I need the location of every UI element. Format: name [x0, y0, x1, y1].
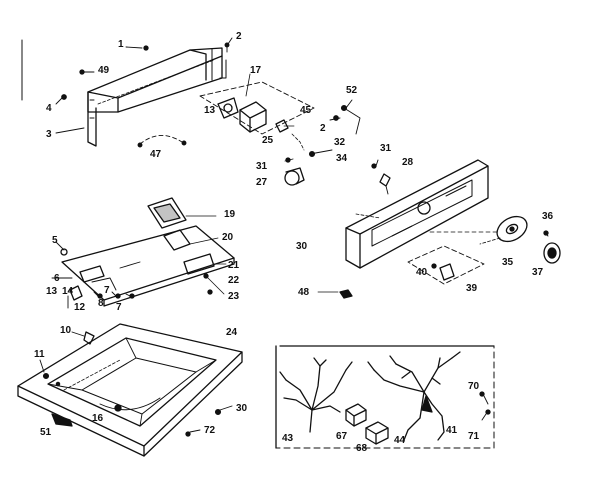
part-label-36: 36	[542, 211, 554, 222]
part-label-28: 28	[402, 157, 414, 168]
part-label-71: 71	[468, 431, 480, 442]
part-label-25: 25	[262, 135, 274, 146]
part-label-2b: 2	[320, 123, 326, 134]
part-label-1: 1	[118, 39, 124, 50]
part-label-4: 4	[46, 103, 52, 114]
part-label-6: 6	[54, 273, 60, 284]
part-label-13b: 13	[46, 286, 58, 297]
part-label-10: 10	[60, 325, 72, 336]
part-label-22: 22	[228, 275, 240, 286]
part-label-7b: 7	[116, 302, 122, 313]
part-label-19: 19	[224, 209, 236, 220]
part-label-17: 17	[250, 65, 262, 76]
part-label-16: 16	[92, 413, 104, 424]
part-label-12: 12	[74, 302, 86, 313]
part-label-32: 32	[334, 137, 346, 148]
part-label-8: 8	[98, 298, 104, 309]
part-label-31b: 31	[380, 143, 392, 154]
part-label-43: 43	[282, 433, 294, 444]
part-label-41: 41	[446, 425, 458, 436]
control-panel	[317, 159, 501, 299]
control-knob-assembly	[479, 215, 561, 264]
part-label-13: 13	[204, 105, 216, 116]
bracket-leaders	[55, 37, 233, 148]
wiring-harness-box	[275, 345, 495, 449]
part-label-70: 70	[468, 381, 480, 392]
part-label-40: 40	[416, 267, 428, 278]
part-label-72: 72	[204, 425, 216, 436]
top-cover-plate	[51, 197, 235, 309]
part-label-34: 34	[336, 153, 348, 164]
part-label-39: 39	[466, 283, 478, 294]
part-label-31: 31	[256, 161, 268, 172]
backsplash-bracket	[87, 47, 227, 147]
part-label-27: 27	[256, 177, 268, 188]
part-label-68: 68	[356, 443, 368, 454]
part-label-23: 23	[228, 291, 240, 302]
timer-switch-group	[199, 73, 361, 186]
part-label-14: 14	[62, 286, 74, 297]
part-label-35: 35	[502, 257, 514, 268]
part-label-44: 44	[394, 435, 406, 446]
part-label-37: 37	[532, 267, 544, 278]
part-label-30b: 30	[236, 403, 248, 414]
part-label-11: 11	[34, 349, 45, 360]
part-label-49: 49	[98, 65, 110, 76]
part-label-20: 20	[222, 232, 234, 243]
part-label-30: 30	[296, 241, 308, 252]
part-label-51: 51	[40, 427, 52, 438]
part-label-7: 7	[104, 285, 110, 296]
part-label-3: 3	[46, 129, 52, 140]
part-label-48: 48	[298, 287, 310, 298]
part-label-52: 52	[346, 85, 358, 96]
part-label-47: 47	[150, 149, 162, 160]
cabinet-top	[17, 323, 243, 457]
part-label-67: 67	[336, 431, 348, 442]
part-label-24: 24	[226, 327, 238, 338]
part-label-5: 5	[52, 235, 58, 246]
part-label-2: 2	[236, 31, 242, 42]
part-label-45: 45	[300, 105, 312, 116]
part-label-21: 21	[228, 260, 240, 271]
